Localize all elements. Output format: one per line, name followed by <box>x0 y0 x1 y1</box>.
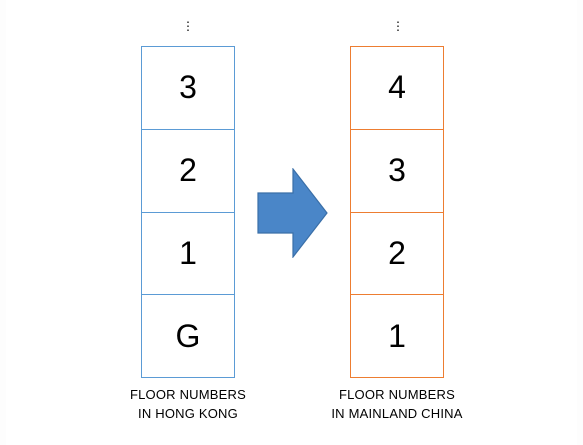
mc-caption: FLOOR NUMBERS IN MAINLAND CHINA <box>307 385 487 423</box>
mc-continuation-ellipsis: ⋮ <box>392 19 404 33</box>
mc-floor-cell: 2 <box>351 213 443 296</box>
mc-floor-column: 4 3 2 1 <box>350 46 444 378</box>
hk-caption: FLOOR NUMBERS IN HONG KONG <box>98 385 278 423</box>
mc-floor-cell: 1 <box>388 317 406 354</box>
hk-continuation-ellipsis: ⋮ <box>182 19 194 33</box>
hk-floor-cell: 3 <box>142 47 234 130</box>
hk-floor-column: 3 2 1 G <box>141 46 235 378</box>
right-arrow-icon <box>257 168 328 258</box>
mc-floor-cell: 3 <box>351 130 443 213</box>
mc-floor-cell: 4 <box>351 47 443 130</box>
mc-caption-line1: FLOOR NUMBERS <box>338 387 455 402</box>
hk-caption-line2: IN HONG KONG <box>138 406 238 421</box>
hk-floor-cell: 2 <box>142 130 234 213</box>
arrow-shape <box>257 168 328 258</box>
hk-floor-cell: 1 <box>142 213 234 296</box>
mc-caption-line2: IN MAINLAND CHINA <box>331 406 463 421</box>
hk-caption-line1: FLOOR NUMBERS <box>129 387 246 402</box>
hk-floor-cell: G <box>175 317 201 354</box>
